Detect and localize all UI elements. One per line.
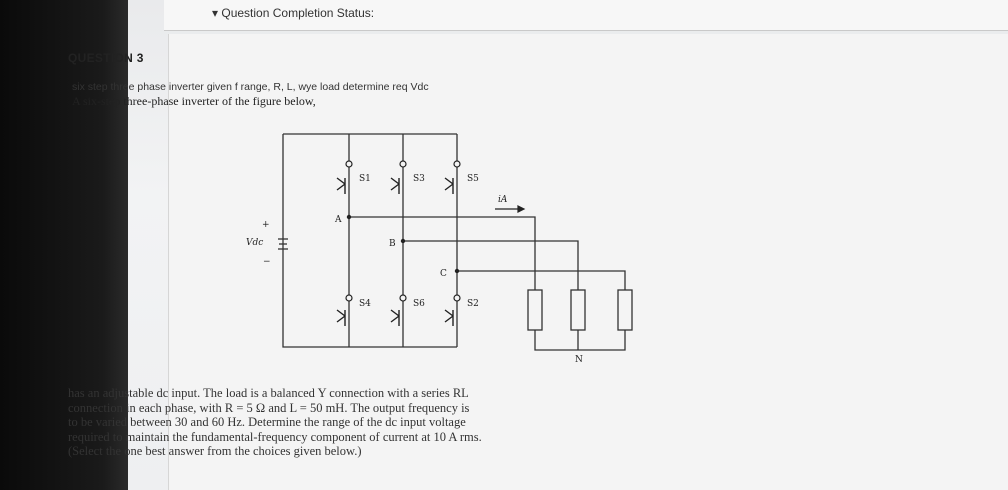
switch-s4-symbol bbox=[336, 309, 346, 326]
switch-label-s4: S4 bbox=[359, 299, 371, 309]
question-intro: A six-step three-phase inverter of the f… bbox=[72, 94, 316, 108]
node-a-dot bbox=[346, 214, 352, 220]
switch-s2-terminal bbox=[453, 294, 461, 302]
node-c-dot bbox=[454, 268, 460, 274]
question-body-line-1: has an adjustable dc input. The load is … bbox=[68, 386, 469, 400]
switch-label-s1: S1 bbox=[359, 174, 371, 184]
content-sheet: ▾ Question Completion Status: bbox=[128, 0, 1008, 490]
question-summary: six step three phase inverter given f ra… bbox=[72, 81, 429, 93]
left-dark-gutter bbox=[0, 0, 128, 490]
question-completion-status[interactable]: ▾ Question Completion Status: bbox=[212, 6, 374, 20]
phase-c-wire bbox=[457, 270, 626, 290]
switch-s6-symbol bbox=[390, 309, 400, 326]
question-title: QUESTION 3 bbox=[68, 51, 144, 65]
chevron-down-icon[interactable]: ▾ bbox=[212, 6, 219, 20]
switch-s1-symbol bbox=[336, 177, 346, 194]
switch-label-s2: S2 bbox=[467, 299, 479, 309]
load-a bbox=[527, 289, 543, 331]
switch-s1-terminal bbox=[345, 160, 353, 168]
question-body-line-3: to be varied between 30 and 60 Hz. Deter… bbox=[68, 415, 466, 430]
neutral-connection bbox=[534, 330, 626, 351]
left-and-bottom-rail bbox=[282, 134, 457, 348]
phase-b-wire bbox=[403, 240, 579, 290]
switch-s6-terminal bbox=[399, 294, 407, 302]
status-bar: ▾ Question Completion Status: bbox=[164, 0, 1008, 31]
load-b bbox=[570, 289, 586, 331]
node-b-label: B bbox=[389, 239, 396, 249]
switch-label-s3: S3 bbox=[413, 174, 425, 184]
switch-s3-symbol bbox=[390, 177, 400, 194]
current-arrow-head bbox=[517, 205, 526, 213]
switch-s2-symbol bbox=[444, 309, 454, 326]
node-c-label: C bbox=[440, 269, 447, 279]
vdc-minus: − bbox=[263, 257, 271, 267]
phase-a-wire bbox=[349, 216, 536, 290]
switch-label-s6: S6 bbox=[413, 299, 425, 309]
vdc-label: Vdc bbox=[246, 238, 263, 248]
load-c bbox=[617, 289, 633, 331]
question-body: has an adjustable dc input. The load is … bbox=[68, 386, 628, 459]
switch-s3-terminal bbox=[399, 160, 407, 168]
question-body-line-5: (Select the one best answer from the cho… bbox=[68, 444, 362, 459]
node-b-dot bbox=[400, 238, 406, 244]
inverter-circuit-diagram: S1 S3 S5 S4 S6 S2 A B C N iA + − Vdc bbox=[246, 133, 633, 365]
question-body-line-4: required to maintain the fundamental-fre… bbox=[68, 429, 482, 444]
switch-s5-terminal bbox=[453, 160, 461, 168]
node-n-label: N bbox=[575, 355, 583, 365]
node-a-label: A bbox=[334, 215, 342, 225]
switch-s4-terminal bbox=[345, 294, 353, 302]
switch-label-s5: S5 bbox=[467, 174, 479, 184]
vdc-plus: + bbox=[262, 220, 270, 230]
question-panel bbox=[168, 34, 1008, 490]
question-body-line-2: connection in each phase, with R = 5 Ω a… bbox=[68, 400, 470, 415]
status-label[interactable]: Question Completion Status: bbox=[221, 6, 375, 20]
switch-s5-symbol bbox=[444, 177, 454, 194]
current-label: iA bbox=[498, 195, 508, 205]
